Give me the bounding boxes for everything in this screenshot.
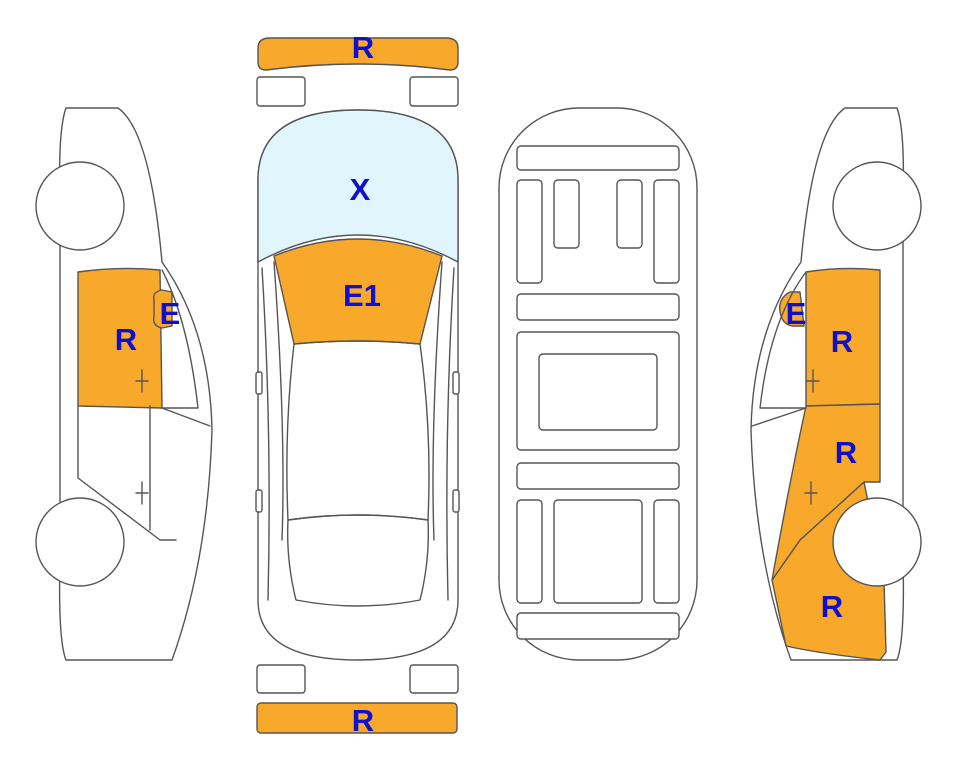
- right-handle-top: [452, 489, 460, 513]
- underside-rear-center: [553, 499, 643, 604]
- underside-front-bar: [516, 145, 680, 171]
- left-mirror-top: [255, 371, 263, 395]
- underside-mid-bar-1: [516, 293, 680, 321]
- right-rear-door[interactable]: [771, 403, 881, 581]
- right-side-view: E R R R: [750, 107, 922, 661]
- windshield-label: X: [350, 172, 371, 207]
- right-headlight: [409, 76, 459, 107]
- left-door-handle-2: [135, 481, 149, 505]
- right-door-handle-2: [804, 481, 818, 505]
- right-side-line-2: [432, 261, 443, 541]
- front-bumper-label: R: [352, 30, 374, 65]
- right-mirror[interactable]: [779, 291, 805, 327]
- underside-rear-bar: [516, 612, 680, 640]
- left-taillight: [256, 664, 306, 694]
- underside-center-panel: [538, 353, 658, 431]
- rear-bumper[interactable]: [256, 702, 458, 734]
- right-window-line: [759, 271, 807, 409]
- right-rear-fender-label: R: [821, 589, 843, 624]
- underside-front-left-slot: [553, 179, 580, 249]
- left-handle-top: [255, 489, 263, 513]
- left-mirror-label: E: [160, 296, 181, 331]
- right-front-door-label: R: [831, 324, 853, 359]
- left-front-door-label: R: [115, 322, 137, 357]
- left-front-door[interactable]: [77, 267, 163, 409]
- left-b-line: [161, 407, 211, 427]
- left-side-view: R E: [35, 107, 213, 661]
- right-front-door[interactable]: [805, 267, 881, 407]
- right-side-line-1: [446, 267, 455, 601]
- left-rear-door: [77, 405, 177, 541]
- windshield[interactable]: [257, 109, 459, 263]
- left-side-line-2: [273, 261, 284, 541]
- right-mirror-top: [452, 371, 460, 395]
- underside-front-left-rail: [516, 179, 543, 284]
- left-window-line: [161, 269, 199, 409]
- right-door-handle-1: [806, 369, 820, 393]
- left-front-wheel: [35, 161, 125, 251]
- underside-front-right-rail: [653, 179, 680, 284]
- right-taillight: [409, 664, 459, 694]
- underside-front-right-slot: [616, 179, 643, 249]
- right-front-wheel: [832, 161, 922, 251]
- hood-label: E1: [343, 278, 381, 313]
- rear-bumper-label: R: [352, 703, 374, 738]
- left-mirror[interactable]: [152, 289, 173, 329]
- underside-view: [498, 107, 698, 661]
- right-rear-wheel: [832, 497, 922, 587]
- rear-window: [287, 514, 429, 607]
- front-bumper[interactable]: [257, 37, 459, 71]
- left-rear-wheel: [35, 497, 125, 587]
- right-mirror-label: E: [786, 296, 807, 331]
- top-view: R X E1 R: [255, 30, 460, 738]
- right-rear-door-label: R: [835, 435, 857, 470]
- left-side-line-1: [261, 267, 270, 601]
- right-b-line: [751, 407, 807, 427]
- underside-rear-right-rail: [653, 499, 680, 604]
- left-door-handle-1: [135, 369, 149, 393]
- underside-mid-bar-2: [516, 462, 680, 490]
- underside-rear-left-rail: [516, 499, 543, 604]
- left-headlight: [256, 76, 306, 107]
